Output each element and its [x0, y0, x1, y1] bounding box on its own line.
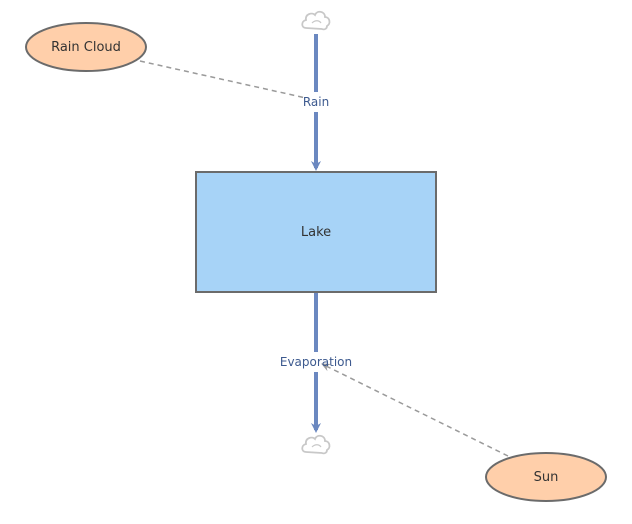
cloud-icon	[301, 10, 331, 31]
rain-flow-label[interactable]: Rain	[303, 95, 329, 109]
link-sun-to-evaporation[interactable]	[321, 363, 509, 457]
sun-ellipse	[485, 452, 607, 502]
link-rain-cloud-to-rain[interactable]	[139, 60, 307, 99]
rain-cloud-node[interactable]: Rain Cloud	[25, 22, 147, 72]
lake-label: Lake	[301, 225, 331, 240]
cloud-icon	[301, 434, 331, 455]
rain-cloud-label: Rain Cloud	[51, 40, 121, 55]
evaporation-flow-label[interactable]: Evaporation	[280, 355, 352, 369]
lake-node[interactable]: Lake	[195, 171, 437, 293]
sun-node[interactable]: Sun	[485, 452, 607, 502]
rain-cloud-ellipse	[25, 22, 147, 72]
lake-rect	[195, 171, 437, 293]
sun-label: Sun	[534, 470, 559, 485]
